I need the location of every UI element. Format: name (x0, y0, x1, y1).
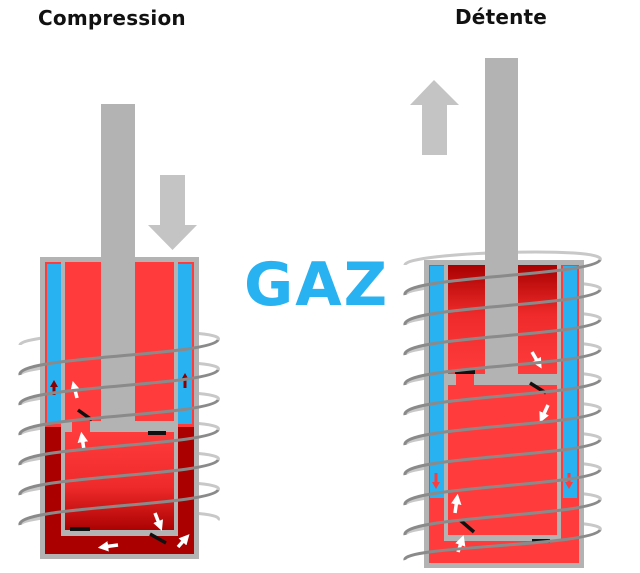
flow-arrow-icon (70, 380, 81, 399)
flow-arrow-icon (451, 493, 462, 514)
arrow-up-icon (50, 380, 58, 395)
flow-arrow-icon (176, 534, 190, 549)
compression-piston-valve-closed (148, 431, 166, 435)
compression-gas-chamber-left (47, 264, 61, 424)
gas-label: GAZ (244, 250, 390, 320)
detente-spring-front (403, 258, 602, 562)
compression-piston (65, 421, 174, 432)
compression-piston-rod (101, 104, 135, 424)
detente-shock-absorber (403, 58, 602, 568)
detente-piston-valve-closed (455, 370, 475, 374)
compression-piston-port (72, 421, 90, 432)
flow-arrow-icon (539, 404, 550, 423)
compression-base-valve-closed (70, 527, 90, 531)
flow-arrow-icon (97, 541, 119, 552)
compression-inner-wall-left (61, 262, 65, 536)
detente-title: Détente (455, 5, 548, 29)
detente-base-valve-open (458, 518, 476, 534)
compression-base-valve-open (149, 532, 167, 545)
compression-title: Compression (38, 6, 186, 30)
detente-gas-chamber-left (430, 266, 444, 498)
detente-base-valve-plate (444, 535, 561, 541)
arrow-down-icon (565, 473, 573, 489)
compression-shock-absorber (18, 104, 220, 559)
arrow-down-icon (432, 473, 440, 489)
flow-arrow-icon (153, 512, 164, 531)
compression-spring-front (18, 338, 220, 526)
detente-piston (448, 374, 557, 385)
compression-gas-chamber-right (178, 264, 192, 424)
compression-motion-arrow-down-icon (148, 175, 197, 250)
detente-motion-arrow-up-icon (410, 80, 459, 155)
compression-inner-wall-right (174, 262, 178, 536)
detente-gas-chamber-right (563, 266, 577, 498)
detente-piston-rod (485, 58, 518, 374)
detente-gas-arrows-down (432, 473, 573, 489)
compression-base-valve-plate (61, 530, 178, 536)
detente-piston-port (456, 374, 474, 385)
detente-inner-wall-right (557, 265, 561, 541)
